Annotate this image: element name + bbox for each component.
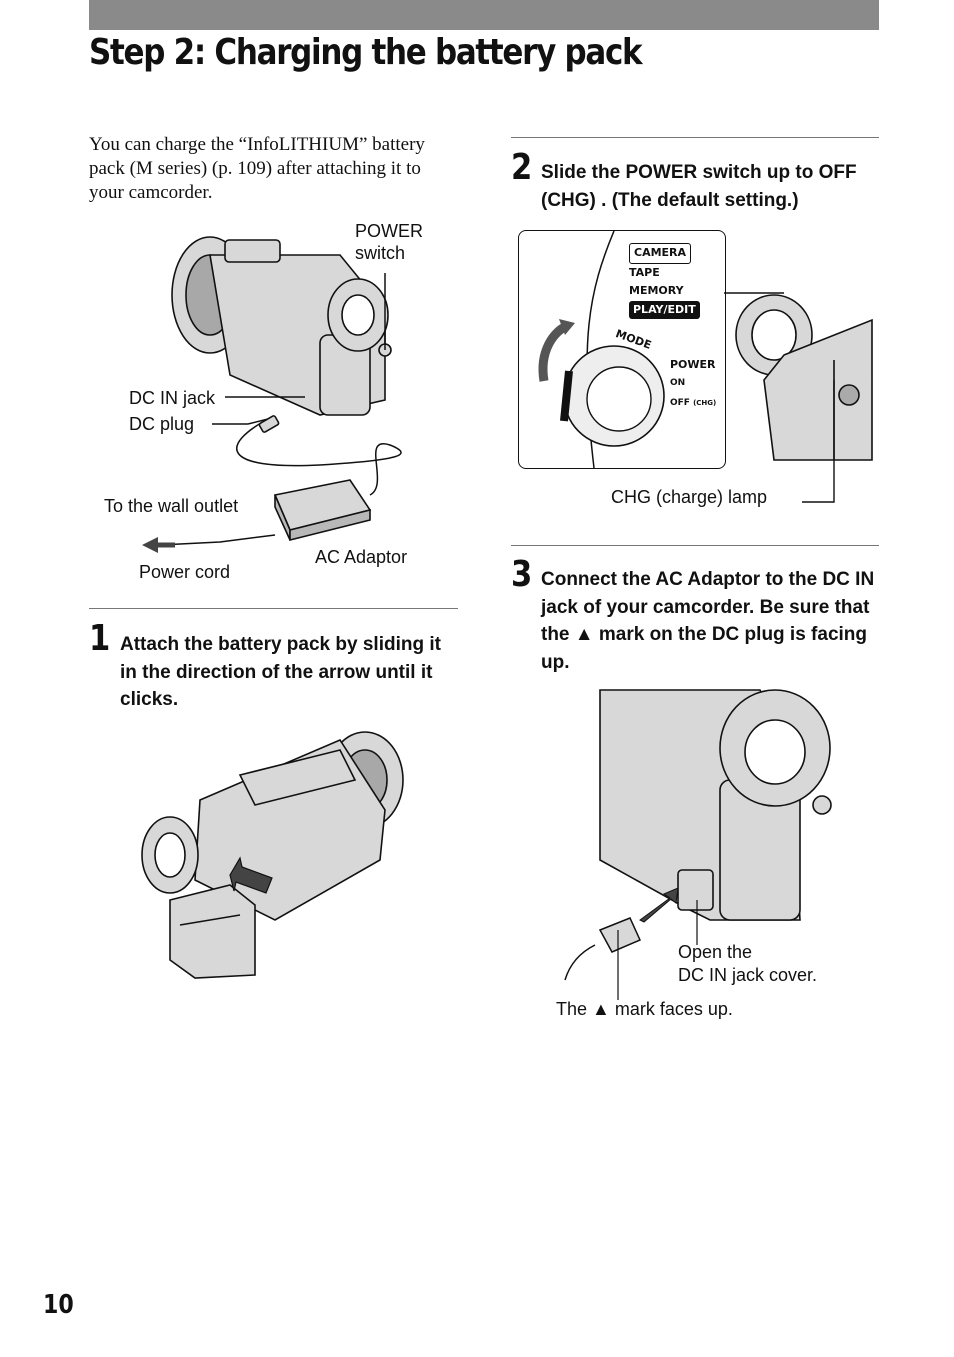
step3-divider (511, 545, 879, 546)
overview-illustration (142, 236, 402, 553)
mode-play-edit: PLAY/EDIT (629, 300, 700, 319)
mode-list: CAMERA TAPE MEMORY PLAY/EDIT (629, 243, 700, 319)
header-bar (89, 0, 879, 30)
page-number: 10 (43, 1290, 74, 1320)
dc-plug-label: DC plug (129, 414, 195, 434)
power-label: POWER (670, 358, 716, 371)
chg-lamp-label: CHG (charge) lamp (611, 487, 768, 507)
mode-tape: TAPE (629, 265, 660, 279)
power-switch-label: POWER switch (355, 221, 424, 263)
step2-divider (511, 137, 879, 138)
connect-dc-illustration (564, 689, 832, 1000)
mark-faces-up-label: The ▲ mark faces up. (556, 999, 733, 1019)
mode-camera: CAMERA (629, 243, 692, 264)
battery-attach-illustration (141, 731, 404, 979)
step1-divider (89, 608, 458, 609)
camcorder-side-drawing (724, 292, 873, 503)
switch-panel: CAMERA TAPE MEMORY PLAY/EDIT MODE POWER … (518, 230, 726, 469)
wall-outlet-label: To the wall outlet (104, 496, 239, 516)
step2-number: 2 (511, 147, 533, 188)
open-cover-label: Open the DC IN jack cover. (678, 942, 818, 985)
ac-adaptor-label: AC Adaptor (315, 547, 408, 567)
step2-text: Slide the POWER switch up to OFF (CHG) .… (541, 162, 857, 211)
intro-paragraph: You can charge the “InfoLITHIUM” battery… (89, 134, 425, 203)
off-chg-label: OFF (CHG) (670, 398, 717, 408)
step3-text: Connect the AC Adaptor to the DC IN jack… (541, 569, 875, 673)
step1-text: Attach the battery pack by sliding it in… (120, 634, 441, 710)
on-label: ON (670, 378, 686, 388)
mode-dial-drawing (538, 231, 665, 468)
power-cord-label: Power cord (139, 562, 231, 582)
step1-number: 1 (89, 618, 111, 659)
mode-memory: MEMORY (629, 284, 684, 297)
page-title: Step 2: Charging the battery pack (89, 32, 643, 73)
step3-number: 3 (511, 554, 533, 595)
dc-in-jack-label: DC IN jack (129, 388, 216, 408)
